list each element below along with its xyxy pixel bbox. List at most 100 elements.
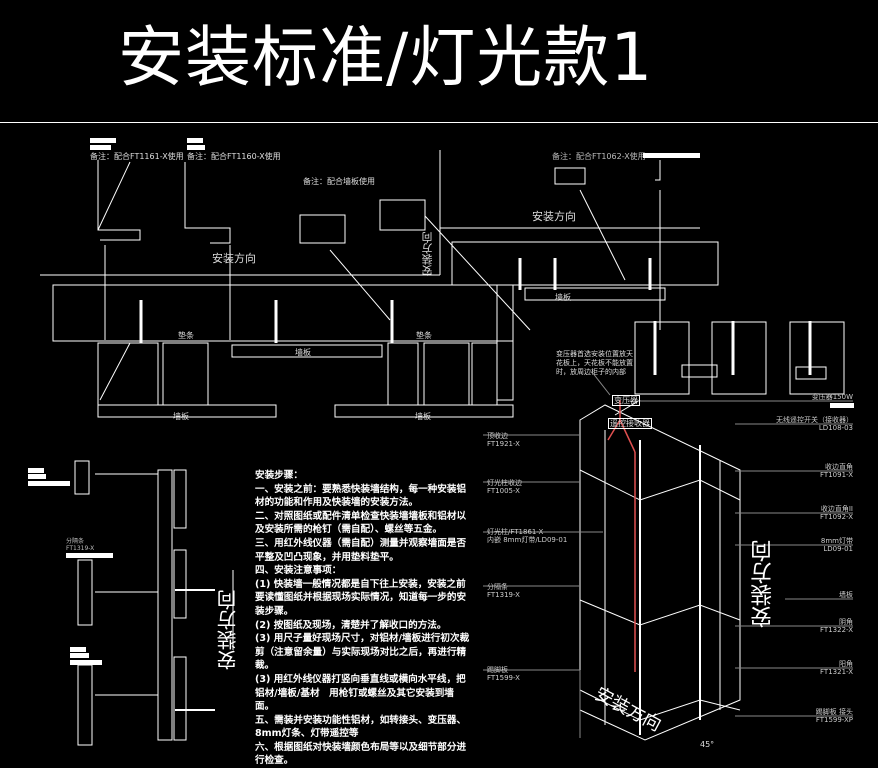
step-line: (1) 快装墙一般情况都是自下往上安装，安装之前要读懂图纸并根据现场实际情况，知… — [255, 578, 467, 617]
step-line: 三、用红外线仪器（需自配）测量并观察墙面是否平整及凹凸现象，并用垫料垫平。 — [255, 537, 467, 563]
part-name: 灯光柱收边 — [487, 479, 522, 487]
cabinet-3 — [387, 342, 419, 406]
label-block — [187, 138, 203, 143]
part-name: 收边直角II — [820, 505, 853, 513]
step-line: 六、根据图纸对快装墙颜色布局等以及细节部分进行检查。 — [255, 741, 467, 767]
install-direction-vertical-left: 安装方向 — [216, 590, 240, 670]
part-code: 内嵌 8mm灯带/LD09-01 — [487, 536, 568, 544]
part-code: FT1092-X — [820, 513, 853, 521]
wall-panel-strip — [231, 344, 383, 358]
label-block — [70, 653, 89, 658]
part-code: FT1005-X — [487, 487, 520, 495]
bottom-wall-panel-1 — [97, 404, 277, 418]
install-direction-vertical-3d: 安装方向 — [751, 540, 776, 628]
label-block — [70, 647, 86, 652]
part-code: FT1319-X — [66, 545, 95, 552]
label-block — [187, 145, 205, 150]
step-line: 一、安装之前：要熟悉快装墙结构，每一种安装铝材的功能和作用及快装墙的安装方法。 — [255, 483, 467, 509]
part-name: 无线遥控开关（接收器） — [776, 416, 853, 424]
installation-steps: 安装步骤： 一、安装之前：要熟悉快装墙结构，每一种安装铝材的功能和作用及快装墙的… — [255, 469, 470, 768]
install-direction-label: 安装方向 — [532, 210, 576, 223]
label-block — [66, 553, 113, 558]
part-name: 分隔条 — [66, 538, 85, 545]
wall-panel-label: 墙板 — [555, 293, 571, 302]
part-code: FT1322-X — [820, 626, 853, 634]
cabinet-1 — [97, 342, 159, 406]
part-code: FT1921-X — [487, 440, 520, 448]
note-mid: 备注：配合墙板使用 — [303, 177, 375, 186]
label-block — [28, 468, 44, 473]
part-name: 变压器150W — [811, 393, 853, 401]
wall-panel-label: 墙板 — [295, 348, 311, 357]
angle-label: 45° — [700, 740, 715, 749]
label-block — [643, 153, 700, 158]
label-block — [28, 474, 46, 479]
label-block — [28, 481, 70, 486]
cabinet-5 — [471, 342, 498, 406]
drawing-title: 安装标准/灯光款1 — [118, 19, 654, 96]
part-code: LD09-01 — [823, 545, 853, 553]
wall-panel-label: 墙板 — [173, 412, 189, 421]
part-code: FT1599-X — [487, 674, 520, 682]
part-name: 收边直角 — [825, 463, 853, 471]
bottom-wall-panel-2 — [334, 404, 514, 418]
part-code: FT1091-X — [820, 471, 853, 479]
step-line: 五、需装并安装功能性铝材，如转接头、变压器、8mm灯条、灯带遥控等 — [255, 714, 467, 740]
part-label-right: 无线遥控开关（接收器）LD108-03 — [776, 416, 853, 432]
part-code: FT1599-XP — [815, 716, 853, 724]
part-label-right: 变压器150W — [812, 393, 853, 401]
note-top-left-2: 备注：配合FT1160-X使用 — [187, 152, 281, 161]
part-code: LD108-03 — [818, 424, 853, 432]
transformer-note: 变压器首选安装位置放天花板上，天花板不能放置时，放周边柜子的内部 — [556, 350, 633, 376]
transformer-tag: 变压器 — [612, 395, 640, 406]
part-name: 灯光柱/FT1861-X — [487, 528, 544, 536]
concrete-wall-left — [52, 284, 514, 342]
part-name: 分隔条 — [487, 583, 508, 591]
part-name: 阴角 — [839, 618, 853, 626]
install-direction-label: 安装方向 — [212, 252, 256, 265]
concrete-wall-right — [451, 241, 719, 286]
part-name: 踢脚板 — [487, 666, 508, 674]
part-label-right: 墙板 — [839, 591, 853, 599]
step-line: 二、对照图纸或配件清单检查快装墙墙板和铝材以及安装所需的枪钉（需自配）、螺丝等五… — [255, 510, 467, 536]
steps-heading: 安装步骤： — [255, 470, 303, 481]
part-code: FT1319-X — [487, 591, 520, 599]
part-name: 踢脚板 接头 — [815, 708, 853, 716]
remote-receiver-tag: 遥控接收器 — [608, 418, 652, 429]
wall-panel-label: 墙板 — [415, 412, 431, 421]
label-block — [90, 138, 116, 143]
step-line: (2) 按图纸及现场，清楚并了解收口的方法。 — [255, 619, 447, 631]
part-name: 顶收边 — [487, 432, 508, 440]
part-name: 阳角 — [839, 660, 853, 668]
note-top-right: 备注：配合FT1062-X使用 — [552, 152, 646, 161]
label-block — [90, 145, 111, 150]
label-block — [830, 403, 854, 408]
note-top-left-1: 备注：配合FT1161-X使用 — [90, 152, 184, 161]
part-code: FT1321-X — [820, 668, 853, 676]
vertical-panel — [157, 469, 173, 741]
part-name: 8mm灯带 — [820, 537, 853, 545]
part-name: 墙板 — [839, 591, 853, 599]
label-block — [70, 660, 102, 665]
strip-label: 垫条 — [416, 331, 432, 340]
step-line: (3) 用红外线仪器打竖向垂直线或横向水平线，把铝材/墙板/基材 用枪钉或螺丝及… — [255, 673, 466, 713]
strip-label: 垫条 — [178, 331, 194, 340]
cabinet-2 — [162, 342, 209, 406]
title-divider — [0, 122, 878, 123]
step-line: 四、安装注意事项： — [255, 565, 342, 577]
install-direction-vertical: 安装方向 — [421, 232, 434, 276]
step-line: (3) 用尺子量好现场尺寸，对铝材/墙板进行初次裁剪（注意留余量）与实际现场对比… — [255, 633, 470, 672]
